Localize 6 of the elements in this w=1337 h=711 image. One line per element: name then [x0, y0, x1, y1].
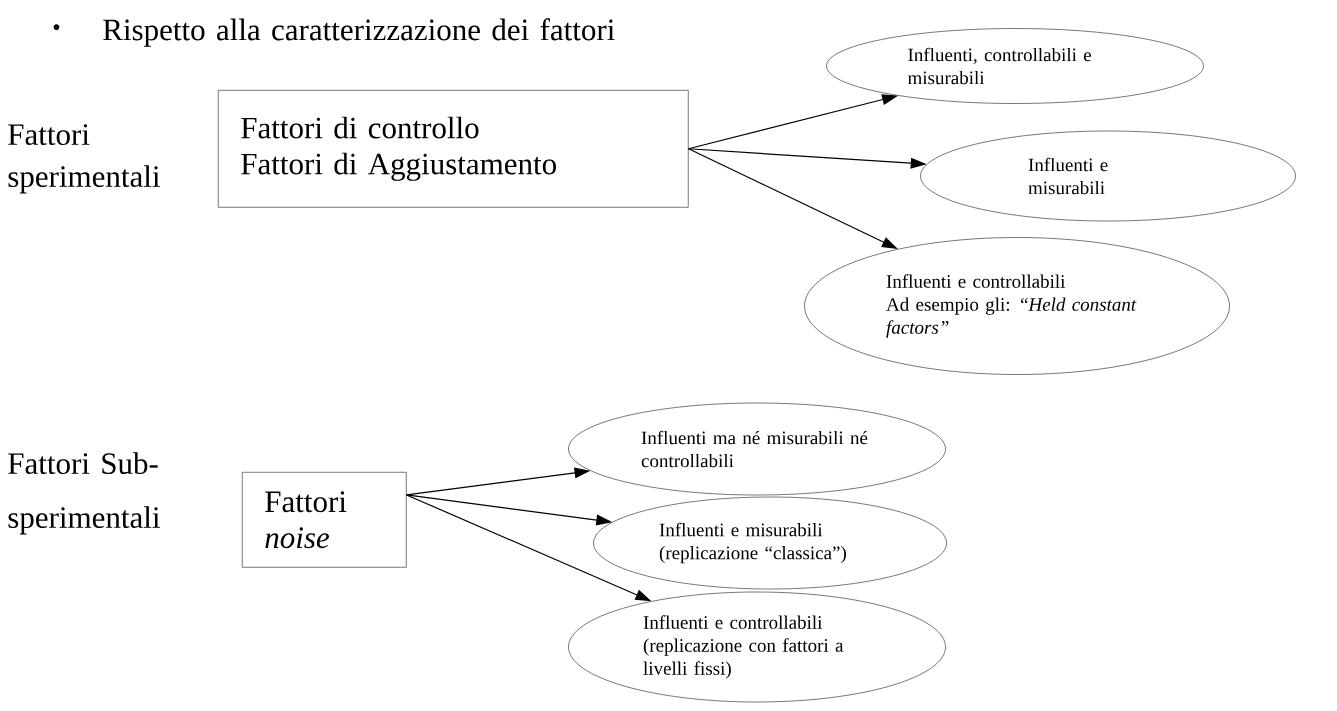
heading-text: Rispetto alla caratterizzazione dei fattori	[103, 18, 615, 47]
process-box: Fattori noise	[242, 472, 407, 568]
side-label: Fattori sperimentali	[8, 124, 160, 194]
bullet: •	[53, 24, 60, 30]
process-box: Fattori di controllo Fattori di Aggiustamento	[218, 90, 689, 208]
side-label: Fattori Sub-sperimentali	[8, 452, 160, 535]
